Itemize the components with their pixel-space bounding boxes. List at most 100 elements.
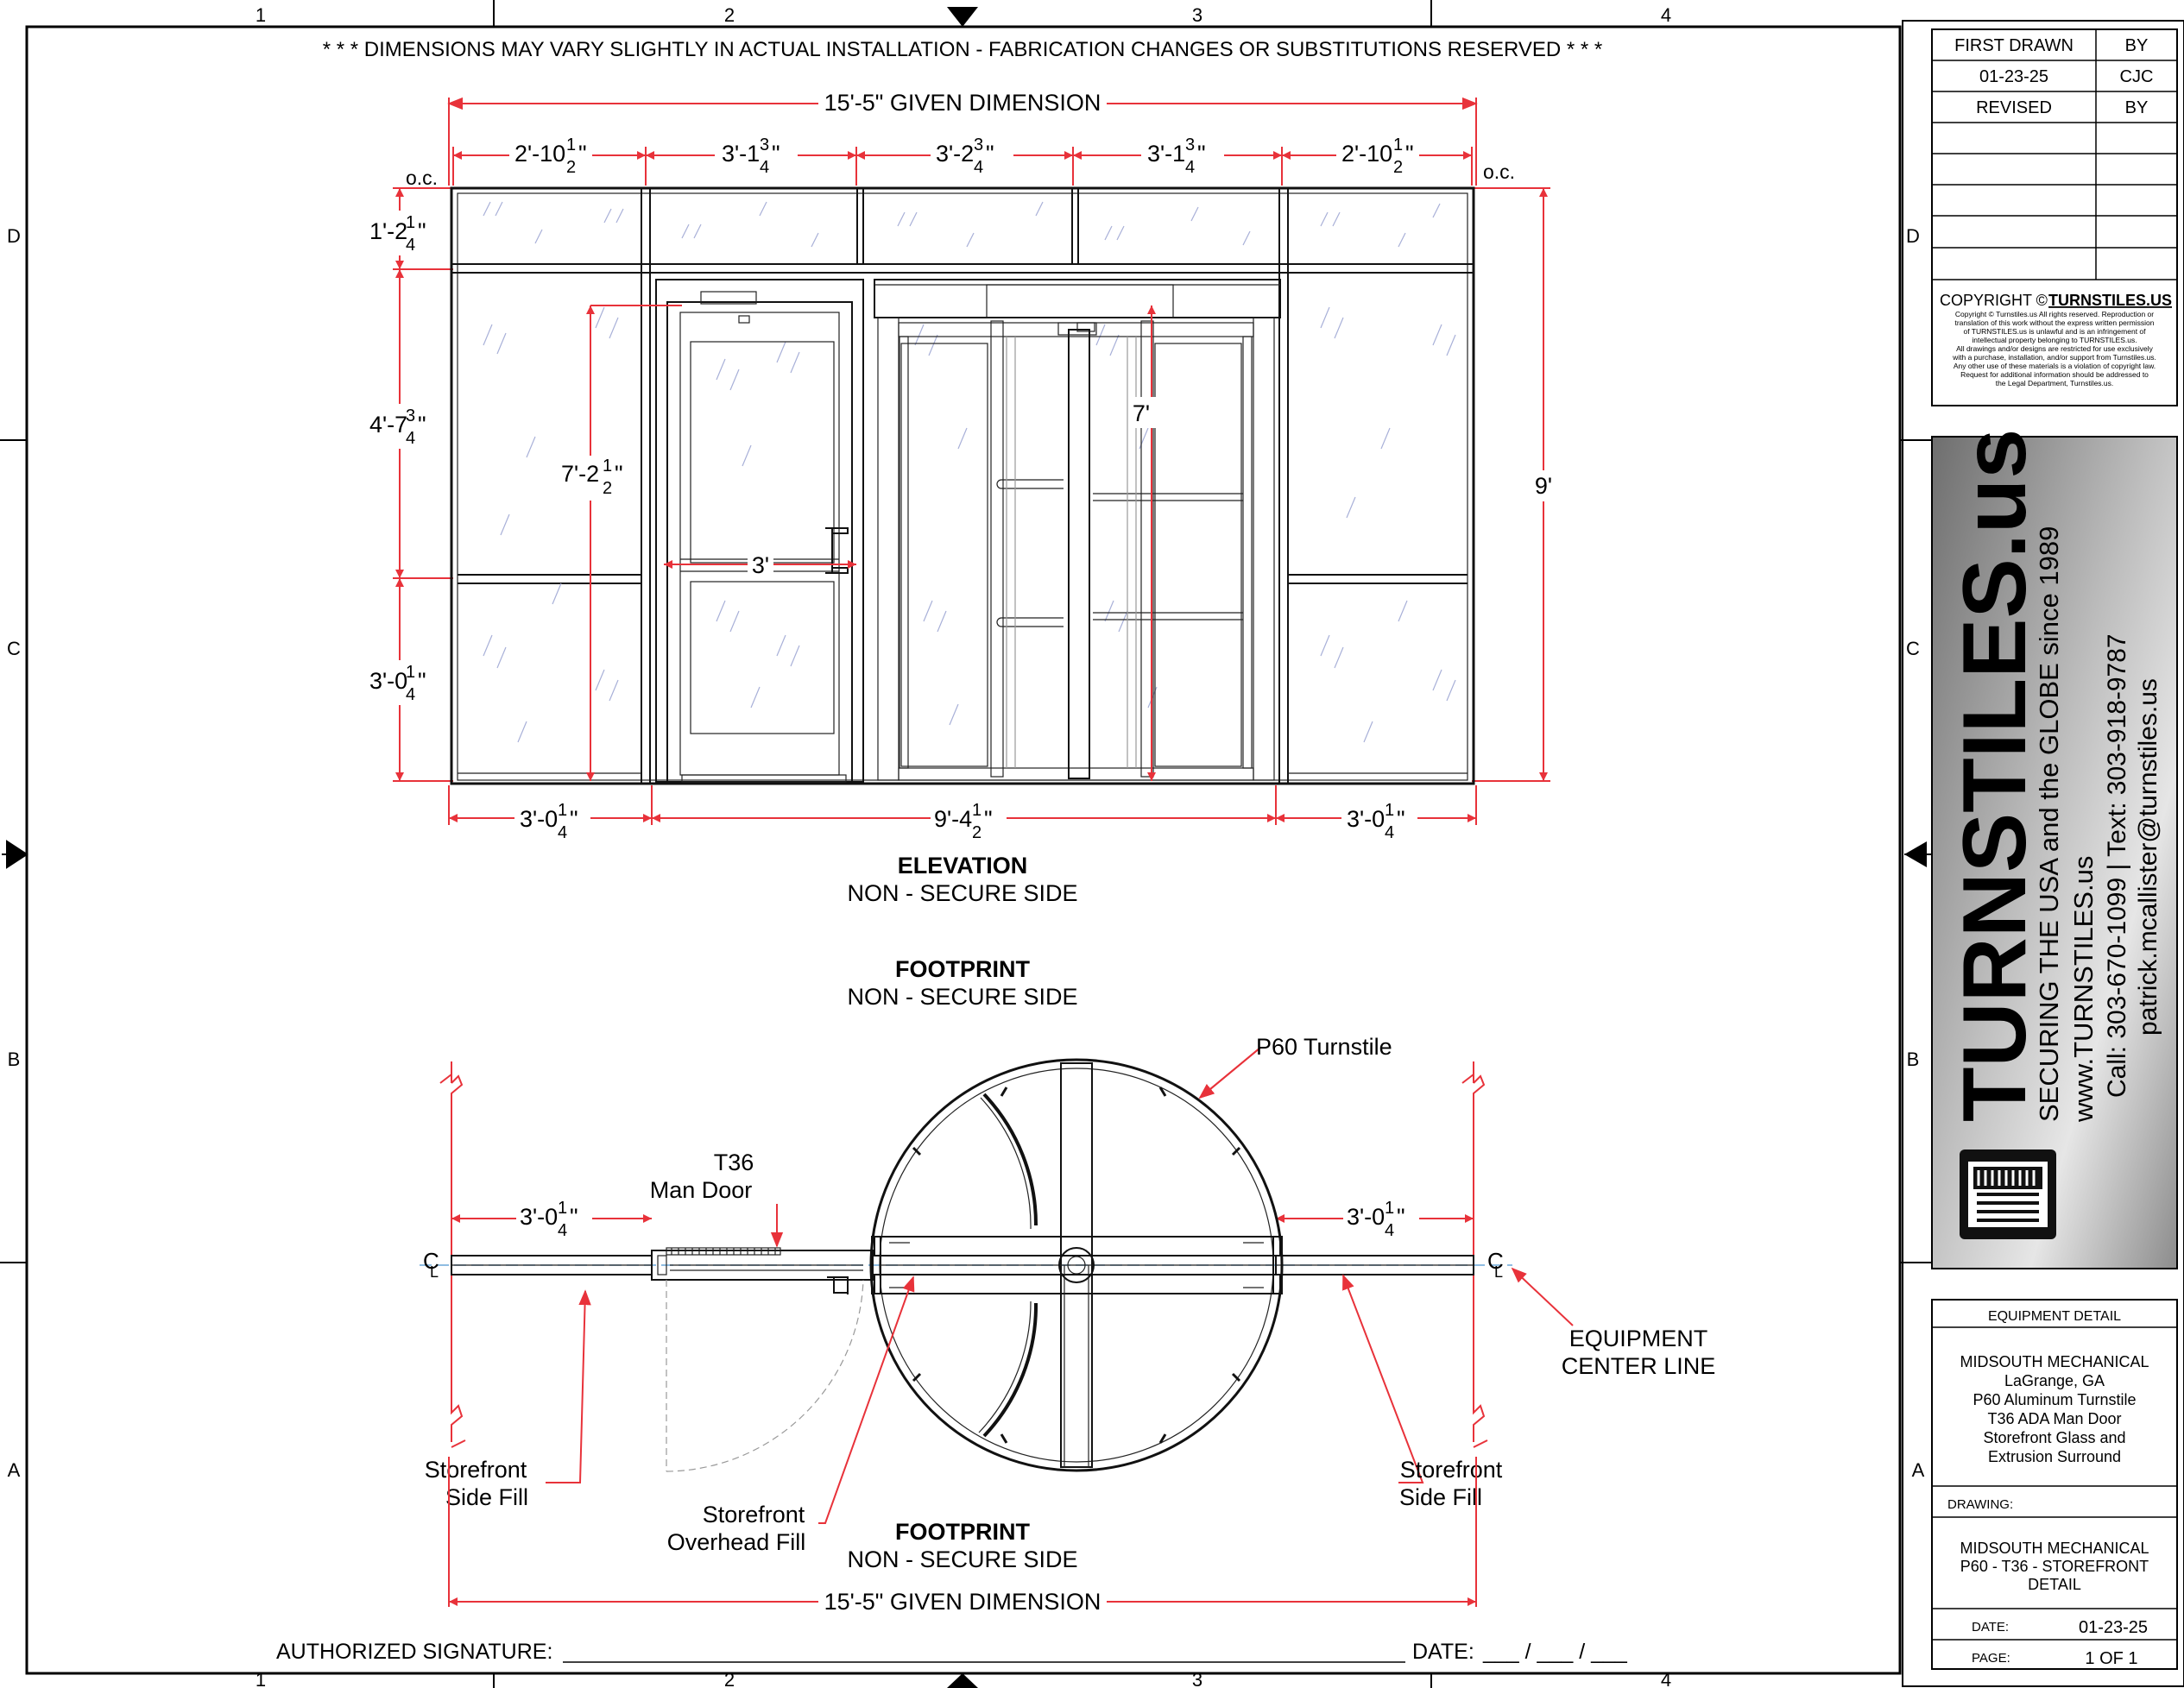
center-mark-left-icon — [2, 840, 28, 869]
zone-col-2-bottom: 2 — [724, 1669, 735, 1688]
svg-text:": " — [772, 141, 780, 167]
footprint-left-dim: 3'-0 — [520, 1204, 558, 1230]
zone-labels: 1 2 3 4 1 2 3 4 D C B A D C B A — [7, 4, 1925, 1688]
elevation-overall-height: 9' — [1535, 473, 1552, 499]
first-drawn-label: FIRST DRAWN — [1954, 36, 2074, 55]
break-line-left — [451, 1061, 464, 1442]
elevation-left-dim-2: 4'-7 — [369, 412, 407, 438]
drawing-line-1: MIDSOUTH MECHANICAL — [1960, 1540, 2149, 1557]
copyright-line-1: Copyright © Turnstiles.us All rights res… — [1955, 310, 2154, 318]
storefront-side-fill-right-1: Storefront — [1400, 1457, 1503, 1483]
turnstile-logo-icon — [1960, 1149, 2056, 1239]
door-height-dimension: 7'-2 — [561, 461, 599, 487]
zone-col-1-top: 1 — [256, 4, 266, 26]
zone-row-c-left: C — [7, 638, 21, 659]
brand-phone: Call: 303-670-1099 | Text: 303-918-9787 — [2103, 633, 2131, 1098]
equipment-detail-line-3: P60 Aluminum Turnstile — [1973, 1391, 2136, 1408]
signature-date-blanks[interactable]: ___ / ___ / ___ — [1482, 1640, 1628, 1664]
break-line-right — [1473, 1061, 1486, 1442]
installation-notice: * * * DIMENSIONS MAY VARY SLIGHTLY IN AC… — [323, 38, 1603, 61]
first-drawn-by-label: BY — [2125, 36, 2149, 55]
copyright-line-5: All drawings and/or designs are restrict… — [1956, 344, 2153, 353]
cl-sub-left: L — [430, 1263, 439, 1281]
equipment-center-line-label-2: CENTER LINE — [1562, 1353, 1716, 1379]
drawing-line-2: P60 - T36 - STOREFRONT — [1960, 1558, 2149, 1575]
elevation-top-dim-2-num: 3 — [760, 135, 769, 154]
elevation-left-dim-2-den: 4 — [406, 429, 415, 448]
page-label: PAGE: — [1972, 1651, 2010, 1666]
elevation-bottom-dim-2-num: 1 — [972, 801, 982, 820]
copyright-line-7: Any other use of these materials is a vi… — [1954, 362, 2156, 370]
elevation-top-dim-1-num: 1 — [566, 135, 576, 154]
revised-by-label: BY — [2125, 98, 2149, 117]
zone-col-3-bottom: 3 — [1192, 1669, 1202, 1688]
footprint-title: FOOTPRINT — [895, 1519, 1030, 1545]
elevation-overall-dimension: 15'-5" GIVEN DIMENSION — [824, 90, 1101, 116]
elevation-top-dim-4-num: 3 — [1185, 135, 1195, 154]
brand-logo-text: TURNSTILES.us — [1945, 429, 2045, 1122]
elevation-top-dim-2: 3'-1 — [722, 141, 760, 167]
equipment-detail-line-5: Storefront Glass and — [1983, 1429, 2125, 1446]
svg-text:": " — [1397, 1204, 1405, 1230]
zone-col-3-top: 3 — [1192, 4, 1202, 26]
man-door-label-line2: Man Door — [650, 1177, 753, 1203]
footprint-right-dim: 3'-0 — [1347, 1204, 1385, 1230]
copyright-line-9: the Legal Department, Turnstiles.us. — [1996, 379, 2114, 387]
footprint-right-dim-den: 4 — [1385, 1221, 1394, 1240]
authorized-signature-label: AUTHORIZED SIGNATURE: — [276, 1640, 552, 1664]
date-value: 01-23-25 — [2079, 1618, 2148, 1637]
svg-text:": " — [570, 1204, 578, 1230]
oc-label-left: o.c. — [406, 167, 438, 189]
elevation-turnstile — [874, 279, 1281, 781]
date-label: DATE: — [1972, 1620, 2009, 1634]
center-mark-bottom-icon — [947, 1673, 978, 1688]
cl-sub-right: L — [1494, 1263, 1503, 1281]
elevation-bottom-dim-3-num: 1 — [1385, 801, 1394, 820]
signature-date-label: DATE: — [1412, 1640, 1474, 1664]
equipment-detail-line-2: LaGrange, GA — [2004, 1372, 2105, 1389]
svg-text:": " — [615, 461, 623, 487]
equipment-detail-line-6: Extrusion Surround — [1988, 1448, 2121, 1465]
elevation-drawing: 15'-5" GIVEN DIMENSION 2'-10 1 2 " 3'-1 … — [366, 88, 1557, 906]
svg-text:": " — [418, 668, 426, 694]
copyright-prefix: COPYRIGHT © — [1940, 292, 2048, 309]
cl-symbol-right: C — [1487, 1248, 1504, 1274]
copyright-brand: TURNSTILES.US — [2048, 292, 2172, 309]
elevation-subtitle: NON - SECURE SIDE — [847, 880, 1077, 906]
zone-row-a-right: A — [1912, 1459, 1925, 1481]
svg-text:": " — [986, 141, 994, 167]
first-drawn-date: 01-23-25 — [1979, 67, 2048, 86]
brand-panel: TURNSTILES.us SECURING THE USA and the G… — [1931, 429, 2178, 1269]
footprint-p60-turnstile — [869, 1058, 1284, 1472]
zone-col-1-bottom: 1 — [256, 1669, 266, 1688]
door-height-frac-den: 2 — [603, 479, 612, 498]
zone-row-b-left: B — [8, 1049, 21, 1070]
elevation-top-dim-4: 3'-1 — [1147, 141, 1185, 167]
equipment-detail-line-4: T36 ADA Man Door — [1987, 1410, 2121, 1427]
svg-text:": " — [578, 141, 587, 167]
svg-text:": " — [1397, 806, 1405, 832]
footprint-subtitle: NON - SECURE SIDE — [847, 1546, 1077, 1572]
svg-text:": " — [418, 218, 426, 244]
drawing-label: DRAWING: — [1947, 1497, 2013, 1512]
storefront-side-fill-left-1: Storefront — [425, 1457, 527, 1483]
drawing-line-3: DETAIL — [2028, 1576, 2081, 1593]
storefront-side-fill-right-2: Side Fill — [1399, 1484, 1482, 1510]
elevation-top-dim-5-num: 1 — [1393, 135, 1403, 154]
storefront-overhead-fill-1: Storefront — [703, 1502, 805, 1527]
elevation-top-dim-1: 2'-10 — [514, 141, 565, 167]
zone-row-c-right: C — [1906, 638, 1920, 659]
footprint-right-dim-num: 1 — [1385, 1199, 1394, 1218]
door-width-dimension: 3' — [752, 552, 769, 578]
zone-row-b-right: B — [1907, 1049, 1920, 1070]
elevation-top-dim-2-den: 4 — [760, 158, 769, 177]
revision-block: FIRST DRAWN BY 01-23-25 CJC REVISED BY C… — [1931, 28, 2178, 406]
elevation-top-dim-1-den: 2 — [566, 158, 576, 177]
footprint-man-door — [651, 1247, 874, 1472]
elevation-man-door — [655, 279, 864, 783]
elevation-bottom-dim-2: 9'-4 — [934, 806, 972, 832]
page-value: 1 OF 1 — [2085, 1649, 2137, 1668]
copyright-line-4: intellectual property belonging to TURNS… — [1972, 336, 2137, 344]
